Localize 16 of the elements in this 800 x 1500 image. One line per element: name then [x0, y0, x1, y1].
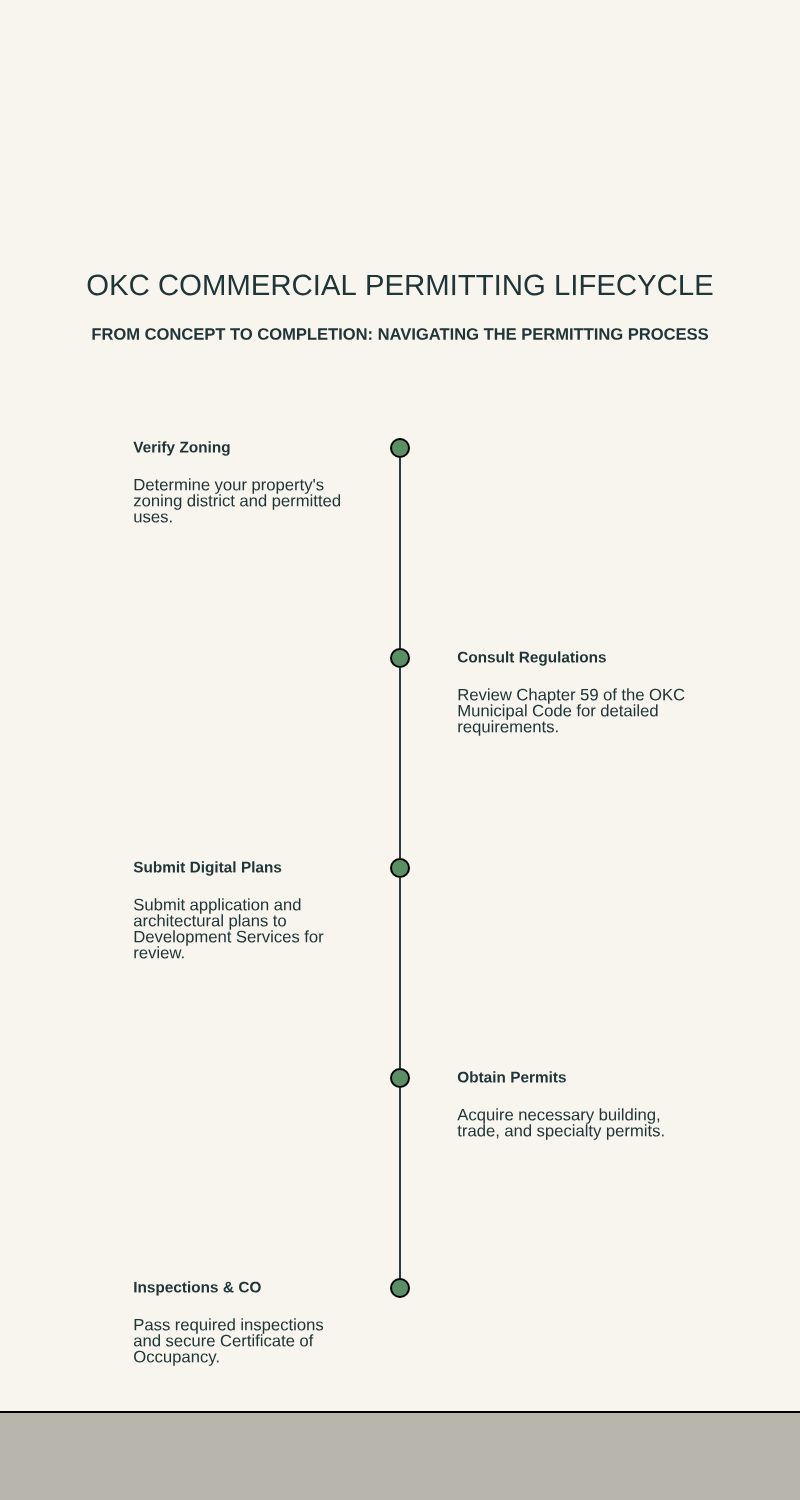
- step-heading: Submit Digital Plans: [133, 861, 282, 876]
- title: OKC COMMERCIAL PERMITTING LIFECYCLE: [87, 274, 713, 296]
- timeline-line: [399, 877, 401, 1069]
- step-description: Determine your property's zoning district and permitted uses.: [133, 478, 341, 523]
- step-heading: Consult Regulations: [457, 651, 606, 666]
- step-description: Pass required inspections and secure Certificate of Occupancy.: [134, 1318, 324, 1366]
- step-heading: Obtain Permits: [457, 1071, 566, 1083]
- step-heading: Inspections & CO: [134, 1281, 261, 1296]
- step-description: Review Chapter 59 of the OKC Municipal Code for detailed requirements.: [458, 688, 685, 736]
- timeline-line: [399, 1087, 401, 1279]
- step-heading: Verify Zoning: [133, 441, 230, 456]
- step-description: Submit application and architectural plans to Development Services for review.: [134, 898, 324, 959]
- timeline-line: [399, 457, 401, 649]
- subtitle: FROM CONCEPT TO COMPLETION: NAVIGATING THE PERMITTING PROCESS: [92, 328, 708, 340]
- step-description: Acquire necessary building, trade, and specialty permits.: [457, 1108, 664, 1140]
- timeline-line: [399, 667, 401, 859]
